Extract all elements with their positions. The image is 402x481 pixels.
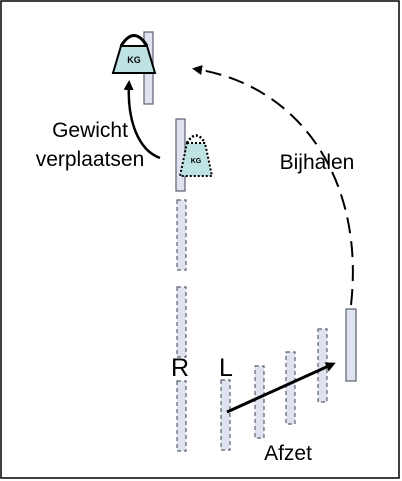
bar-right-solid	[345, 308, 357, 382]
bar-dashed-l2	[254, 365, 265, 439]
label-gewicht: Gewicht	[52, 119, 128, 142]
afzet-arrow	[226, 362, 336, 414]
label-bijhalen: Bijhalen	[280, 151, 355, 174]
label-l: L	[219, 354, 233, 382]
bar-dashed-l3	[285, 351, 296, 425]
bar-dashed-r3	[176, 380, 187, 452]
bar-dashed-l4	[317, 328, 328, 403]
weight-top-label: KG	[127, 55, 141, 65]
label-r: R	[171, 354, 189, 382]
label-afzet: Afzet	[264, 442, 312, 465]
bijhalen-arrow	[192, 65, 354, 306]
bar-dashed-r1	[176, 199, 187, 271]
bar-dashed-l1	[220, 379, 231, 451]
weight-ghost-label: KG	[191, 158, 202, 165]
bar-dashed-r2	[176, 286, 187, 358]
label-verplaatsen: verplaatsen	[36, 148, 145, 171]
weight-ghost: KG	[178, 134, 214, 177]
weight-top: KG	[111, 34, 157, 74]
verplaatsen-arrow	[123, 80, 161, 160]
